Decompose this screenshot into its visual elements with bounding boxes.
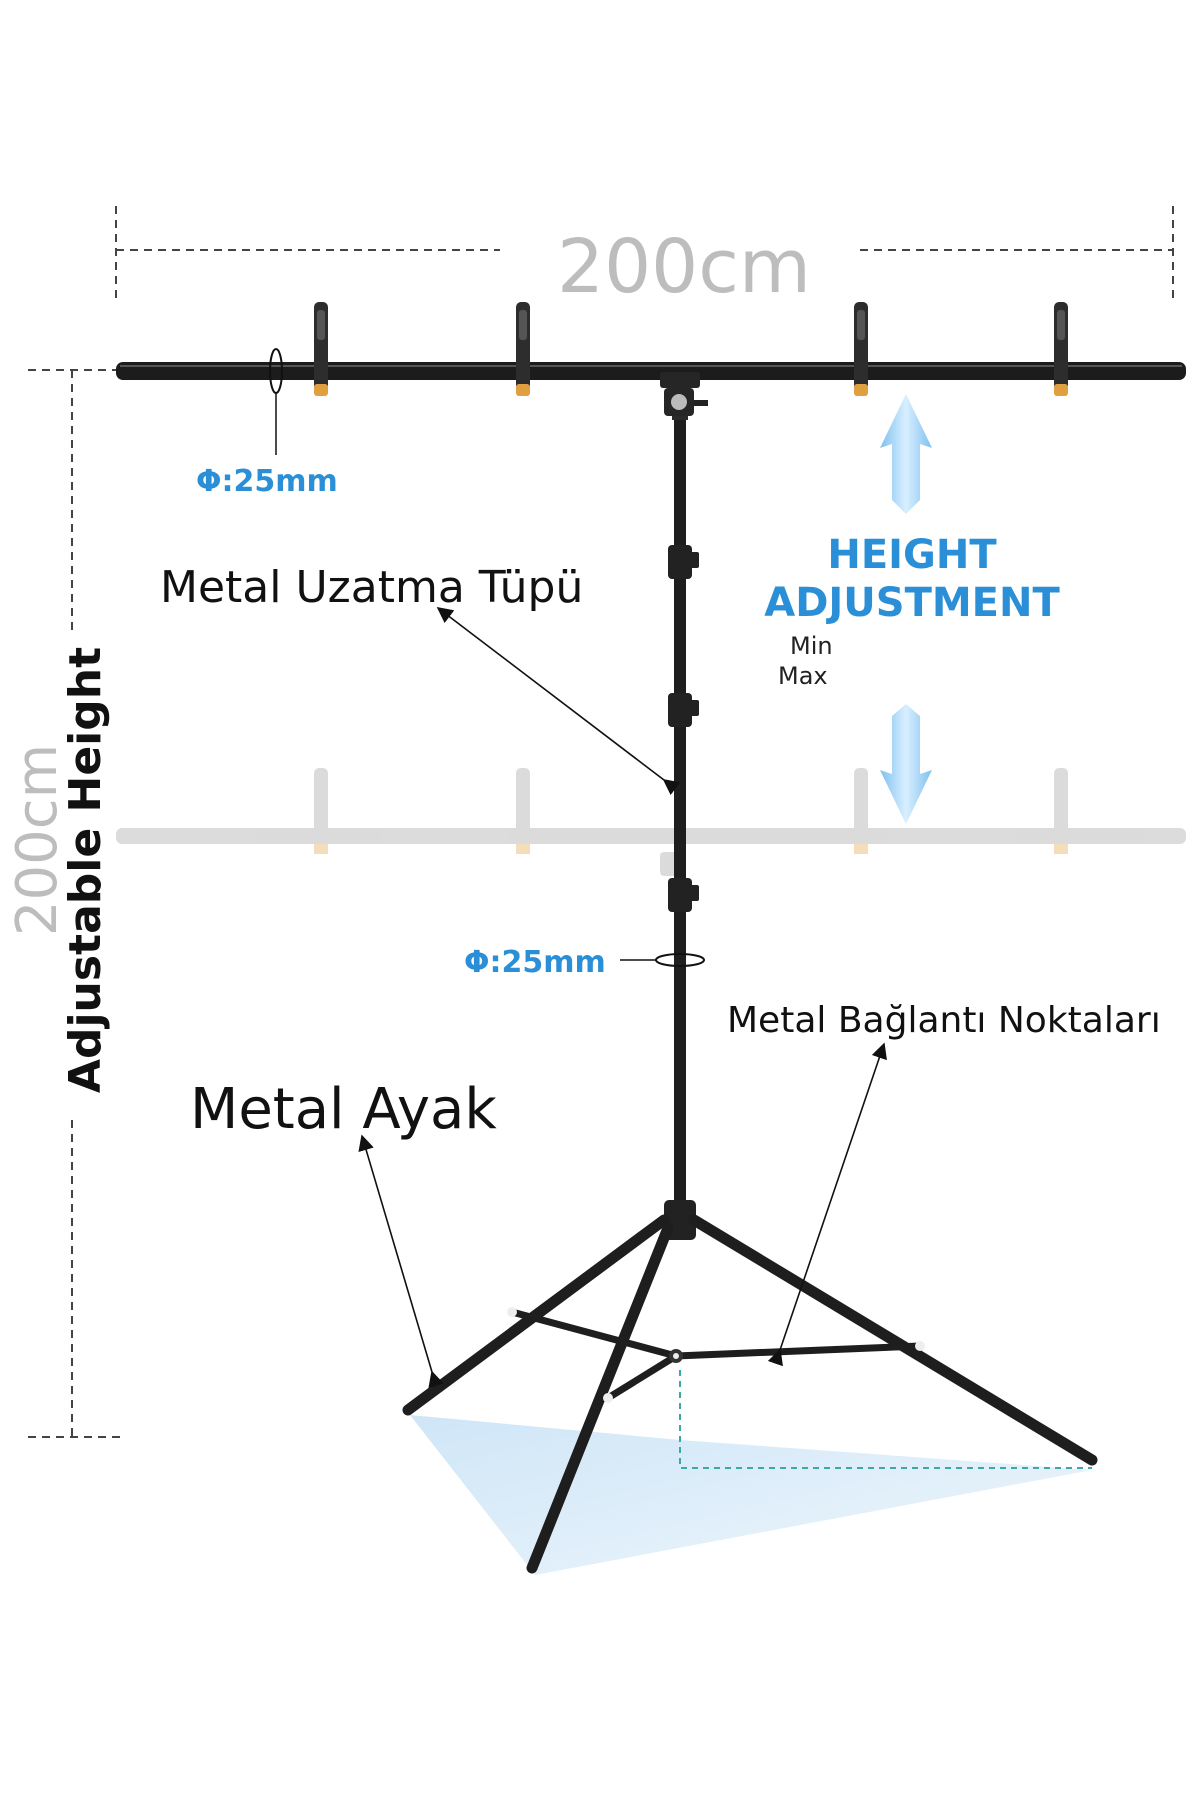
crossbar — [116, 362, 1186, 416]
metal-leg-label: Metal Ayak — [190, 1077, 497, 1142]
max-label: Max — [778, 662, 828, 690]
diameter-top-label: Φ:25mm — [196, 464, 338, 499]
height-adjustment-indicator: HEIGHT ADJUSTMENT Min Max — [764, 394, 1060, 824]
height-value-label: 200cm — [5, 744, 70, 936]
arrow-down-icon — [880, 704, 932, 824]
leg-right — [688, 1214, 1098, 1466]
min-label: Min — [790, 632, 833, 660]
main-pole — [668, 380, 699, 1215]
diameter-callout-pole: Φ:25mm — [464, 945, 705, 980]
clamps — [314, 302, 1068, 396]
height-adjustment-title-1: HEIGHT — [827, 532, 997, 578]
adjustable-height-label: Adjustable Height — [60, 647, 111, 1093]
clamp — [854, 302, 868, 396]
callout-extension-tube: Metal Uzatma Tüpü — [160, 562, 681, 796]
connection-points-label: Metal Bağlantı Noktaları — [727, 1000, 1161, 1041]
callout-connection-points: Metal Bağlantı Noktaları — [727, 1000, 1161, 1367]
extension-tube-label: Metal Uzatma Tüpü — [160, 562, 583, 613]
crossbar-min-position — [116, 768, 1186, 876]
arrow-up-icon — [880, 394, 932, 514]
width-label: 200cm — [557, 224, 811, 310]
height-dimension: 200cm Adjustable Height — [5, 369, 120, 1438]
clamp — [314, 302, 328, 396]
diameter-callout-top: Φ:25mm — [196, 348, 338, 499]
leg-front — [526, 1222, 674, 1574]
height-adjustment-title-2: ADJUSTMENT — [764, 580, 1060, 626]
callout-metal-leg: Metal Ayak — [190, 1077, 497, 1389]
width-dimension: 200cm — [115, 206, 1174, 310]
diameter-pole-label: Φ:25mm — [464, 945, 606, 980]
base-shadow — [410, 1415, 1092, 1575]
clamp — [1054, 302, 1068, 396]
clamp — [516, 302, 530, 396]
